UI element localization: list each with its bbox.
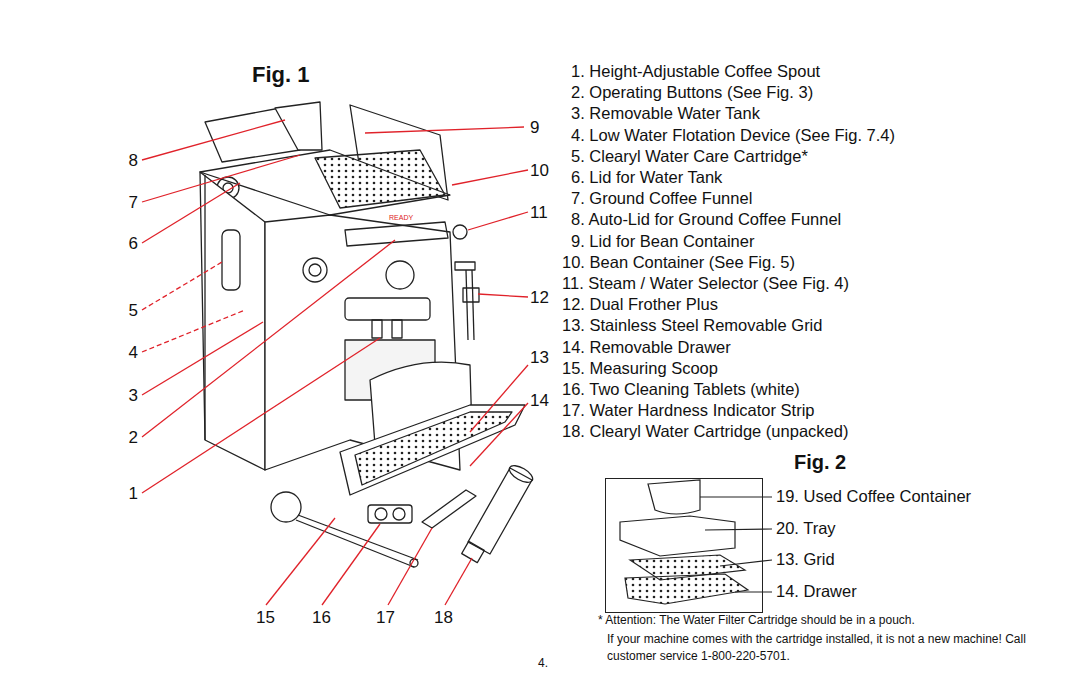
part-label: 20. Tray <box>776 519 836 538</box>
callout-number: 3 <box>124 386 138 406</box>
parts-list-item: 2. Operating Buttons (See Fig. 3) <box>571 83 813 102</box>
callout-number: 15 <box>256 608 275 628</box>
parts-list-item: 13. Stainless Steel Removable Grid <box>562 316 822 335</box>
part-label: 14. Drawer <box>776 582 857 601</box>
callout-number: 11 <box>530 203 548 223</box>
part-label: 19. Used Coffee Container <box>776 487 971 506</box>
parts-list-item: 9. Lid for Bean Container <box>571 232 754 251</box>
callout-number: 16 <box>312 608 331 628</box>
page-number: 4. <box>538 657 548 671</box>
parts-list-item: 5. Clearyl Water Care Cartridge* <box>571 147 808 166</box>
callout-number: 5 <box>124 301 138 321</box>
callout-number: 6 <box>124 234 138 254</box>
parts-list-item: 10. Bean Container (See Fig. 5) <box>562 253 795 272</box>
parts-list-item: 4. Low Water Flotation Device (See Fig. … <box>571 126 895 145</box>
parts-list-item: 18. Clearyl Water Cartridge (unpacked) <box>562 422 848 441</box>
parts-list-item: 6. Lid for Water Tank <box>571 168 722 187</box>
callout-number: 7 <box>124 193 138 213</box>
callout-number: 2 <box>124 428 138 448</box>
parts-list-item: 14. Removable Drawer <box>562 338 731 357</box>
callout-number: 13 <box>530 348 549 368</box>
callout-number: 4 <box>124 343 138 363</box>
callout-number: 18 <box>434 608 453 628</box>
parts-list-item: 7. Ground Coffee Funnel <box>571 189 752 208</box>
callout-number: 17 <box>376 608 395 628</box>
figure-heading: Fig. 2 <box>794 451 846 474</box>
figure-box: Fig. 2 <box>605 478 763 613</box>
parts-list-item: 11. Steam / Water Selector (See Fig. 4) <box>562 274 849 293</box>
callout-number: 12 <box>530 288 549 308</box>
figure-title: Fig. 1 <box>252 62 309 87</box>
callout-number: 10 <box>530 161 549 181</box>
footnote: * Attention: The Water Filter Cartridge … <box>598 614 915 628</box>
display-text: READY <box>389 214 413 222</box>
parts-list-item: 8. Auto-Lid for Ground Coffee Funnel <box>571 210 841 229</box>
callout-number: 1 <box>124 484 138 504</box>
parts-list-item: 15. Measuring Scoop <box>562 359 718 378</box>
parts-list-item: 3. Removable Water Tank <box>571 104 760 123</box>
parts-list-item: 1. Height-Adjustable Coffee Spout <box>571 62 820 81</box>
parts-list-item: 17. Water Hardness Indicator Strip <box>562 401 815 420</box>
callout-number: 14 <box>530 391 549 411</box>
callout-number: 8 <box>124 151 138 171</box>
parts-list-item: 12. Dual Frother Plus <box>562 295 718 314</box>
callout-number: 9 <box>530 118 539 138</box>
footnote: If your machine comes with the cartridge… <box>607 631 1037 665</box>
part-label: 13. Grid <box>776 550 835 569</box>
parts-list-item: 16. Two Cleaning Tablets (white) <box>562 380 800 399</box>
